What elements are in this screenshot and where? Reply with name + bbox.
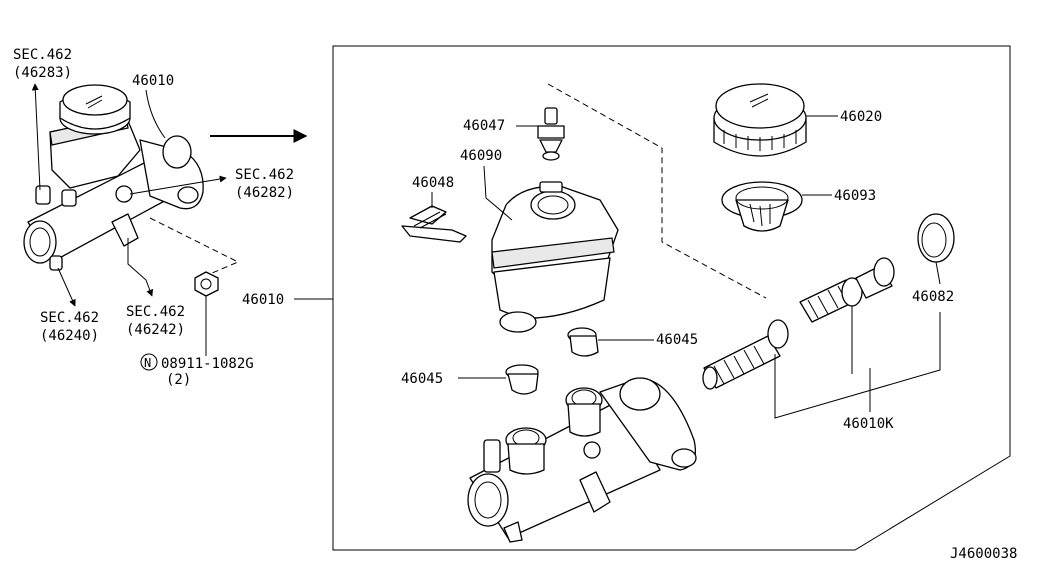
sec-code: (46240) xyxy=(40,328,99,344)
part-46082-seal: 46082 xyxy=(912,213,955,305)
callout-nut: N 08911-1082G (2) xyxy=(140,296,254,388)
part-46010K-piston-kit: 46010K xyxy=(702,257,941,432)
ref-sec-46240: SEC.462 (46240) xyxy=(40,267,99,344)
part-number-46010K: 46010K xyxy=(843,416,894,432)
sec-label: SEC.462 xyxy=(13,47,72,63)
nut-part-number: 08911-1082G xyxy=(161,356,254,372)
part-46045-grommet-left: 46045 xyxy=(401,364,539,395)
part-number-46082: 46082 xyxy=(912,289,954,305)
sec-label: SEC.462 xyxy=(40,310,99,326)
part-number-46010-left: 46010 xyxy=(132,73,174,89)
sec-code: (46283) xyxy=(13,65,72,81)
sec-code: (46242) xyxy=(126,322,185,338)
part-46020-cap: 46020 xyxy=(713,83,882,157)
part-46090-reservoir: 46090 xyxy=(460,148,619,333)
part-number-46010-main: 46010 xyxy=(242,292,284,308)
nut-08911-1082G xyxy=(194,271,219,297)
part-number-46045-left: 46045 xyxy=(401,371,443,387)
n-symbol-circle xyxy=(140,353,158,371)
n-symbol: N xyxy=(144,356,151,370)
part-46047-bolt: 46047 xyxy=(463,107,565,161)
exploded-frame xyxy=(332,45,1011,551)
sec-code: (46282) xyxy=(235,185,294,201)
part-number-46045-right: 46045 xyxy=(656,332,698,348)
exploded-cylinder-body xyxy=(467,377,697,543)
assembled-master-cylinder xyxy=(23,84,240,297)
part-number-46048: 46048 xyxy=(412,175,454,191)
part-46048-clip: 46048 xyxy=(401,175,467,243)
ref-sec-46282: SEC.462 (46282) xyxy=(129,167,294,201)
callout-46010-main: 46010 xyxy=(242,292,333,308)
part-number-46047: 46047 xyxy=(463,118,505,134)
sec-label: SEC.462 xyxy=(126,304,185,320)
part-46093-strainer: 46093 xyxy=(721,181,876,232)
diagram-code: J4600038 xyxy=(950,546,1017,562)
part-number-46090: 46090 xyxy=(460,148,502,164)
part-number-46020: 46020 xyxy=(840,109,882,125)
ref-sec-46283: SEC.462 (46283) xyxy=(13,47,72,191)
part-number-46093: 46093 xyxy=(834,188,876,204)
ref-sec-46242: SEC.462 (46242) xyxy=(126,238,185,338)
part-46045-grommet-right: 46045 xyxy=(567,327,698,357)
nut-quantity: (2) xyxy=(166,372,191,388)
sec-label: SEC.462 xyxy=(235,167,294,183)
assembly-line-cap xyxy=(547,83,767,299)
callout-46010-left: 46010 xyxy=(132,73,174,139)
